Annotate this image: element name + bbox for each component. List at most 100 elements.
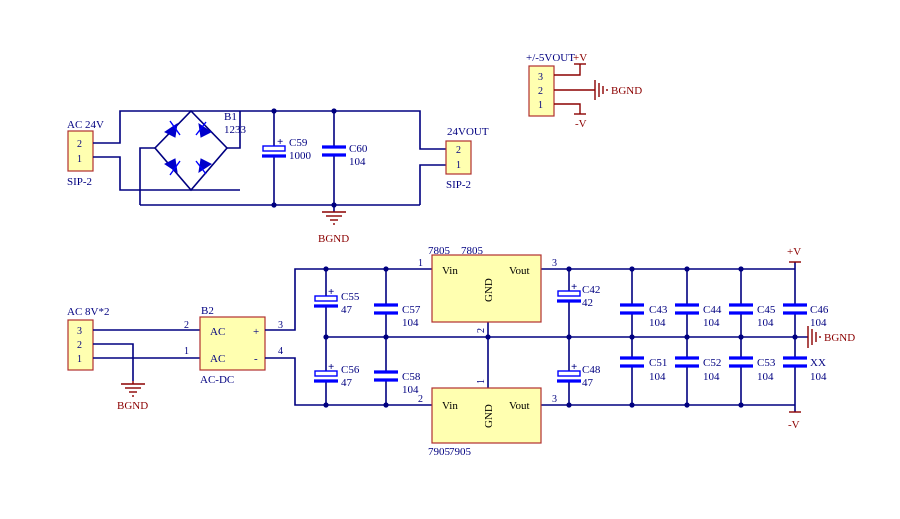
c57-value: 104 [402, 317, 419, 329]
ac24v-pin2: 2 [77, 139, 82, 150]
pm5vout-pin1: 1 [538, 100, 543, 111]
c45-value: 104 [757, 317, 774, 329]
out24v-type: SIP-2 [446, 179, 471, 191]
out24v-title: 24VOUT [447, 126, 489, 138]
c44-value: 104 [703, 317, 720, 329]
minusv-right-label: -V [788, 419, 800, 431]
u7805-ref: 7805 [428, 245, 451, 257]
b2-ac-bottom: AC [210, 353, 225, 365]
u7805-pin2: 2 [476, 328, 487, 333]
bgnd-left-label: BGND [117, 400, 148, 412]
c46-value: 104 [810, 317, 827, 329]
capacitor-c53: C53 104 [729, 356, 776, 383]
capacitor-c57: C57 104 [374, 303, 421, 329]
ac24v-pin1: 1 [77, 154, 82, 165]
xx-ref: XX [810, 357, 826, 369]
c56-plus-mark: + [328, 361, 334, 373]
c48-ref: C48 [582, 364, 601, 376]
u7905-value: 7905 [449, 446, 472, 458]
b2-plus: + [253, 326, 259, 338]
u7905-pin1: 1 [476, 379, 487, 384]
bridge-b2: B2 AC AC + - AC-DC 2 1 3 4 [184, 305, 283, 386]
c51-value: 104 [649, 371, 666, 383]
capacitor-c45: C45 104 [729, 303, 776, 329]
c52-ref: C52 [703, 357, 721, 369]
c56-value: 47 [341, 377, 353, 389]
u7805-value: 7805 [461, 245, 484, 257]
c43-ref: C43 [649, 304, 668, 316]
capacitor-c60: C60 104 [322, 143, 368, 168]
ac24v-title: AC 24V [67, 119, 104, 131]
b2-pin4: 4 [278, 346, 283, 357]
c51-ref: C51 [649, 357, 667, 369]
u7805-pin1: 1 [418, 258, 423, 269]
capacitor-c43: C43 104 [620, 303, 668, 329]
pm5vout-pin3: 3 [538, 72, 543, 83]
capacitor-xx: XX 104 [783, 356, 827, 383]
u7905-pin3: 3 [552, 394, 557, 405]
capacitor-c52: C52 104 [675, 356, 721, 383]
b2-ac-top: AC [210, 326, 225, 338]
u7905-vin: Vin [442, 400, 458, 412]
bgnd-right-label: BGND [824, 332, 855, 344]
b1-value: 1233 [224, 124, 247, 136]
ac24v-connector: AC 24V 2 1 SIP-2 [67, 119, 104, 188]
top-wires [93, 108, 446, 212]
capacitor-c58: C58 104 [374, 370, 421, 396]
u7805-vin: Vin [442, 265, 458, 277]
c42-value: 42 [582, 297, 593, 309]
c60-ref: C60 [349, 143, 368, 155]
ac8v-pin2: 2 [77, 340, 82, 351]
c42-plus-mark: + [571, 281, 577, 293]
u7805-gnd: GND [483, 278, 495, 302]
pm5vout-plusv: +V [573, 52, 587, 64]
ac8v-connector: AC 8V*2 3 2 1 [67, 306, 109, 371]
capacitor-c56: + C56 47 [314, 361, 360, 389]
xx-value: 104 [810, 371, 827, 383]
b1-ref: B1 [224, 111, 237, 123]
c55-ref: C55 [341, 291, 360, 303]
c55-value: 47 [341, 304, 353, 316]
regulator-7905: 7905 7905 Vin Vout GND 2 3 1 [418, 379, 557, 458]
capacitor-c48: + C48 47 [557, 361, 601, 389]
u7805-vout: Vout [509, 265, 530, 277]
c56-ref: C56 [341, 364, 360, 376]
pm5vout-pin2: 2 [538, 86, 543, 97]
capacitor-c44: C44 104 [675, 303, 722, 329]
ground-bgnd-top: BGND [318, 211, 349, 245]
c59-plus-mark: + [277, 136, 283, 148]
b2-type: AC-DC [200, 374, 234, 386]
c43-value: 104 [649, 317, 666, 329]
b2-pin2: 2 [184, 320, 189, 331]
power-minusv-right: -V [788, 411, 801, 431]
pm5vout-title: +/-5VOUT [526, 52, 575, 64]
c55-plus-mark: + [328, 286, 334, 298]
out24v-pin1: 1 [456, 160, 461, 171]
c59-ref: C59 [289, 137, 308, 149]
pm5vout-minusv: -V [575, 118, 587, 130]
capacitor-c42: + C42 42 [557, 281, 600, 309]
b2-pin3: 3 [278, 320, 283, 331]
c46-ref: C46 [810, 304, 829, 316]
c42-ref: C42 [582, 284, 600, 296]
ground-bgnd-left: BGND [117, 381, 148, 412]
c52-value: 104 [703, 371, 720, 383]
ac8v-pin1: 1 [77, 354, 82, 365]
out24v-connector: 24VOUT 2 1 SIP-2 [445, 126, 489, 191]
capacitor-c55: + C55 47 [314, 286, 360, 316]
c48-plus-mark: + [571, 361, 577, 373]
regulator-7805: 7805 7805 Vin Vout GND 1 3 2 [418, 245, 557, 333]
c48-value: 47 [582, 377, 594, 389]
ac8v-wires [93, 329, 200, 381]
b2-ref: B2 [201, 305, 214, 317]
c58-ref: C58 [402, 371, 421, 383]
ground-bgnd-right: BGND [807, 326, 855, 348]
plusv-right-label: +V [787, 246, 801, 258]
c57-ref: C57 [402, 304, 421, 316]
u7905-gnd: GND [483, 404, 495, 428]
ac8v-title: AC 8V*2 [67, 306, 109, 318]
out24v-pin2: 2 [456, 145, 461, 156]
c59-value: 1000 [289, 150, 312, 162]
c58-value: 104 [402, 384, 419, 396]
